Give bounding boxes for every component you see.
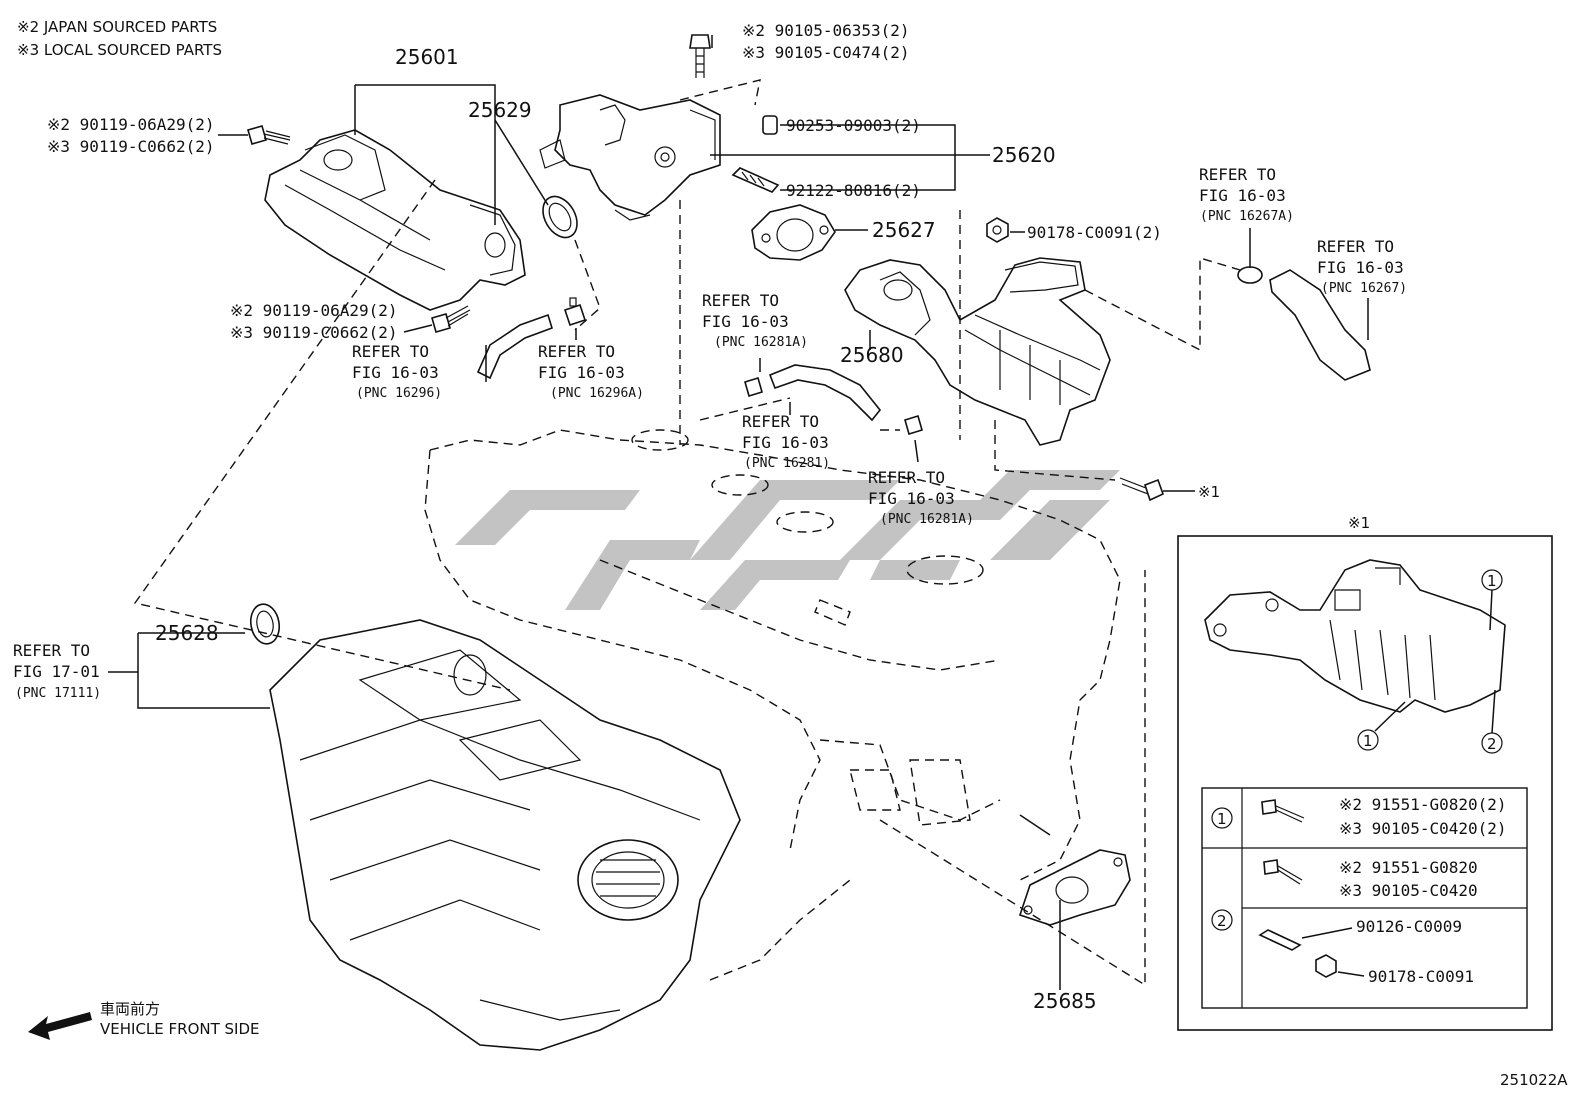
table-row1-pn-a: ※2 91551-G0820(2) xyxy=(1339,795,1507,814)
hose-16296-icon xyxy=(476,313,553,380)
bolt-left1-icon xyxy=(247,125,291,145)
table-row2-pn-b: ※3 90105-C0420 xyxy=(1339,881,1478,900)
ref-16267A: REFER TO FIG 16-03 (PNC 16267A) xyxy=(1199,165,1294,224)
ref-16281A-bot: REFER TO FIG 16-03 (PNC 16281A) xyxy=(868,468,974,527)
callout-25685: 25685 xyxy=(1033,989,1097,1013)
figure-id: 251022A xyxy=(1500,1071,1568,1089)
note-japan-sourced: ※2 JAPAN SOURCED PARTS xyxy=(17,18,217,36)
pin-pn: 90253-09003(2) xyxy=(786,116,921,135)
table-row2-pn-a: ※2 91551-G0820 xyxy=(1339,858,1478,877)
bolt-top-pn-b: ※3 90105-C0474(2) xyxy=(742,43,910,62)
ref-16281: REFER TO FIG 16-03 (PNC 16281) xyxy=(742,412,830,471)
svg-text:REFER TO: REFER TO xyxy=(1199,165,1276,184)
svg-text:REFER TO: REFER TO xyxy=(1317,237,1394,256)
watermark-logo xyxy=(455,470,1120,610)
callout-25620: 25620 xyxy=(992,143,1056,167)
gasket-25685-icon xyxy=(1018,849,1131,926)
gasket-25627-icon xyxy=(751,204,836,261)
bolt-left2-pn-a: ※2 90119-06A29(2) xyxy=(230,301,398,320)
inset-x1: ※1 1 1 2 1 2 ※2 91551-G0820(2) ※3 901 xyxy=(1177,514,1553,1031)
hose-16267-icon xyxy=(1269,269,1371,381)
pin-icon xyxy=(762,115,778,135)
ref-16296A: REFER TO FIG 16-03 (PNC 16296A) xyxy=(538,342,644,401)
nut-icon xyxy=(986,217,1009,243)
vehicle-front-indicator: 車両前方 VEHICLE FRONT SIDE xyxy=(28,1000,260,1040)
table-key-2: 2 xyxy=(1217,912,1227,930)
svg-text:FIG 16-03: FIG 16-03 xyxy=(352,363,439,382)
table-row2-pn-c: 90126-C0009 xyxy=(1356,917,1462,936)
egr-valve-25620 xyxy=(539,94,721,221)
intake-manifold xyxy=(269,619,741,1051)
hose-16281-icon xyxy=(768,364,882,422)
clamp-16267A-icon xyxy=(1237,266,1263,284)
inset-callout-2: 2 xyxy=(1487,735,1497,753)
bolt-top-pn-a: ※2 90105-06353(2) xyxy=(742,21,910,40)
callout-25627: 25627 xyxy=(872,218,936,242)
table-key-1: 1 xyxy=(1217,810,1227,828)
x1-mark: ※1 xyxy=(1198,483,1220,501)
svg-text:REFER TO: REFER TO xyxy=(742,412,819,431)
svg-text:FIG 16-03: FIG 16-03 xyxy=(742,433,829,452)
bolt-x1-icon xyxy=(1119,477,1164,502)
front-label-jp: 車両前方 xyxy=(100,1000,160,1018)
svg-text:(PNC 16267A): (PNC 16267A) xyxy=(1200,209,1294,224)
callout-25629: 25629 xyxy=(468,98,532,122)
ref-16281A-top: REFER TO FIG 16-03 (PNC 16281A) xyxy=(702,291,808,350)
dashed-guides xyxy=(133,79,1241,987)
bolt-left1-pn-b: ※3 90119-C0662(2) xyxy=(47,137,215,156)
inset-callout-1a: 1 xyxy=(1487,572,1497,590)
nut-pn: 90178-C0091(2) xyxy=(1027,223,1162,242)
bolt-left2-icon xyxy=(431,305,471,333)
svg-text:(PNC 16296A): (PNC 16296A) xyxy=(550,386,644,401)
svg-text:FIG 16-03: FIG 16-03 xyxy=(868,489,955,508)
svg-text:(PNC 16281A): (PNC 16281A) xyxy=(714,335,808,350)
front-label-en: VEHICLE FRONT SIDE xyxy=(100,1020,260,1038)
svg-text:(PNC 16281A): (PNC 16281A) xyxy=(880,512,974,527)
svg-text:(PNC 16281): (PNC 16281) xyxy=(744,456,830,471)
svg-text:(PNC 17111): (PNC 17111) xyxy=(15,686,101,701)
inset-callout-1b: 1 xyxy=(1363,732,1373,750)
stud-icon xyxy=(731,167,780,193)
bolt-top-icon xyxy=(689,34,711,78)
svg-text:FIG 16-03: FIG 16-03 xyxy=(1199,186,1286,205)
bolt-left2-pn-b: ※3 90119-C0662(2) xyxy=(230,323,398,342)
svg-text:REFER TO: REFER TO xyxy=(352,342,429,361)
callout-25601: 25601 xyxy=(395,45,459,69)
gasket-25628-icon xyxy=(249,603,281,645)
clamp-16296A-icon xyxy=(563,297,587,327)
svg-text:FIG 16-03: FIG 16-03 xyxy=(538,363,625,382)
svg-text:REFER TO: REFER TO xyxy=(13,641,90,660)
bolt-left1-pn-a: ※2 90119-06A29(2) xyxy=(47,115,215,134)
clamp-16281A-bot-icon xyxy=(904,414,923,436)
inset-title: ※1 xyxy=(1348,514,1370,532)
ref-16267: REFER TO FIG 16-03 (PNC 16267) xyxy=(1317,237,1407,296)
callout-25680: 25680 xyxy=(840,343,904,367)
egr-cooler-25680 xyxy=(844,257,1111,446)
svg-text:FIG 16-03: FIG 16-03 xyxy=(702,312,789,331)
svg-text:(PNC 16267): (PNC 16267) xyxy=(1321,281,1407,296)
ref-17111: REFER TO FIG 17-01 (PNC 17111) xyxy=(13,641,101,701)
front-arrow-icon xyxy=(28,1012,92,1040)
clamp-16281A-top-icon xyxy=(744,376,763,398)
svg-text:REFER TO: REFER TO xyxy=(868,468,945,487)
svg-text:FIG 16-03: FIG 16-03 xyxy=(1317,258,1404,277)
svg-text:REFER TO: REFER TO xyxy=(702,291,779,310)
table-row1-pn-b: ※3 90105-C0420(2) xyxy=(1339,819,1507,838)
svg-text:(PNC 16296): (PNC 16296) xyxy=(356,386,442,401)
ref-16296: REFER TO FIG 16-03 (PNC 16296) xyxy=(352,342,442,401)
note-local-sourced: ※3 LOCAL SOURCED PARTS xyxy=(17,41,222,59)
callout-25628: 25628 xyxy=(155,621,219,645)
svg-text:REFER TO: REFER TO xyxy=(538,342,615,361)
table-row2-pn-d: 90178-C0091 xyxy=(1368,967,1474,986)
stud-pn: 92122-80816(2) xyxy=(786,181,921,200)
gasket-25629-icon xyxy=(542,195,578,239)
svg-text:FIG 17-01: FIG 17-01 xyxy=(13,662,100,681)
engine-outline xyxy=(424,429,1121,981)
egr-pipe-25601 xyxy=(264,129,526,311)
